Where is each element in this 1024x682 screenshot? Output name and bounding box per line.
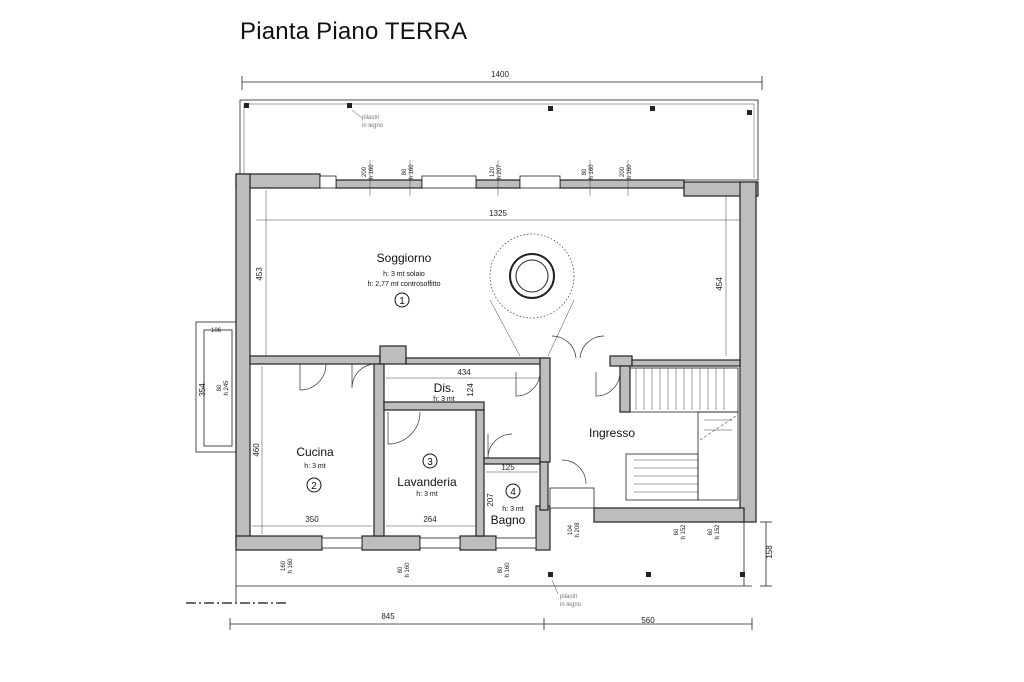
room-number: 2 — [311, 481, 317, 492]
rear-porch: pilastri in legno 158 — [186, 521, 774, 608]
dim-106: 106 — [211, 328, 222, 334]
pillar — [548, 106, 553, 111]
pillar — [747, 110, 752, 115]
window — [319, 175, 337, 189]
dim-158: 158 — [765, 545, 774, 559]
exterior-walls — [235, 173, 759, 551]
dim-124: 124 — [466, 383, 475, 397]
dim-454: 454 — [715, 277, 724, 291]
window — [321, 537, 363, 549]
dimension-label: h 160 — [405, 562, 411, 578]
room-number: 1 — [399, 296, 405, 307]
note-in-legno-bottom: in legno — [560, 602, 582, 608]
dimension-label: h 160 — [589, 164, 595, 180]
pillar — [740, 572, 745, 577]
room-number: 3 — [427, 457, 433, 468]
dimension-label: h 152 — [681, 524, 687, 540]
room-name-cucina: Cucina — [296, 445, 334, 459]
room-height-2: h: 2,77 mt controsoffitto — [367, 281, 440, 288]
dimension-label: h 160 — [288, 558, 294, 574]
round-feature — [489, 233, 575, 357]
doors — [299, 335, 621, 485]
dimension-label: h 152 — [715, 524, 721, 540]
room-number: 4 — [510, 487, 516, 498]
dimension-label: 200 — [362, 166, 368, 177]
bottom-window-dims: 160 h 160 80 h 160 80 h 160 104 h 208 60… — [281, 522, 721, 578]
dim-354: 354 — [198, 383, 207, 397]
dim-350: 350 — [305, 515, 319, 524]
dimension-label: 80 — [498, 566, 504, 573]
staircase — [625, 367, 739, 501]
interior-walls — [249, 345, 741, 537]
dim-560: 560 — [641, 616, 655, 625]
dimension-label: 200 — [620, 166, 626, 177]
room-bagno: 4 h: 3 mt Bagno — [491, 483, 526, 527]
dim-845: 845 — [381, 612, 395, 621]
window — [419, 537, 461, 549]
win-80: 80 — [217, 384, 223, 391]
dimension-bottom: 845 560 — [229, 612, 753, 630]
front-porch: pilastri in legno — [239, 99, 759, 181]
note-pilastri-bottom: pilastri — [560, 594, 577, 600]
dimension-label: 80 — [582, 168, 588, 175]
room-height: h: 3 mt — [433, 396, 454, 403]
window — [519, 175, 561, 189]
room-cucina: Cucina h: 3 mt 2 — [296, 445, 334, 493]
dimension-label: h 160 — [627, 164, 633, 180]
room-soggiorno: Soggiorno h: 3 mt solaio h: 2,77 mt cont… — [367, 251, 441, 308]
dim-207: 207 — [486, 493, 495, 507]
dimension-label: h 160 — [369, 164, 375, 180]
pillar — [548, 572, 553, 577]
dim-1325: 1325 — [489, 209, 507, 218]
dim-264: 264 — [423, 515, 437, 524]
window — [549, 487, 595, 509]
room-height: h: 3 mt — [416, 491, 437, 498]
room-lavanderia: 3 Lavanderia h: 3 mt — [397, 453, 457, 498]
top-window-dims: 200 h 160 80 h 160 120 h 207 80 h 160 20… — [362, 160, 633, 196]
dimension-label: h 208 — [575, 522, 581, 538]
pillar — [650, 106, 655, 111]
room-height: h: 3 mt — [304, 463, 325, 470]
room-name-ingresso: Ingresso — [589, 426, 635, 440]
dim-453: 453 — [255, 267, 264, 281]
window — [495, 537, 537, 549]
page-title: Pianta Piano TERRA — [240, 18, 468, 45]
note-in-legno: in legno — [362, 123, 384, 129]
dimension-label: 160 — [281, 560, 287, 571]
room-name-dis: Dis. — [434, 381, 455, 395]
room-name-bagno: Bagno — [491, 513, 526, 527]
pillar — [244, 103, 249, 108]
note-pilastri: pilastri — [362, 115, 379, 121]
dimension-label: 60 — [674, 528, 680, 535]
win-h245: h 245 — [224, 380, 230, 396]
pillar — [646, 572, 651, 577]
dimension-label: 60 — [708, 528, 714, 535]
dimension-label: h 160 — [505, 562, 511, 578]
dimension-label: h 160 — [409, 164, 415, 180]
window — [421, 175, 477, 189]
dimension-label: 120 — [490, 166, 496, 177]
dimension-label: h 207 — [497, 164, 503, 180]
dimension-inner-width: 1325 — [256, 209, 740, 221]
room-dis: Dis. h: 3 mt — [433, 381, 454, 403]
dim-460: 460 — [252, 443, 261, 457]
dimension-label: 80 — [398, 566, 404, 573]
dimension-label: 80 — [402, 168, 408, 175]
dim-434: 434 — [457, 368, 471, 377]
dim-125: 125 — [501, 463, 515, 472]
dimension-label: 104 — [568, 524, 574, 535]
room-height: h: 3 mt solaio — [383, 271, 425, 278]
room-ingresso: Ingresso — [589, 426, 635, 440]
room-height: h: 3 mt — [502, 506, 523, 513]
side-balcony: 106 354 80 h 245 — [195, 321, 237, 453]
dim-1400: 1400 — [491, 70, 509, 79]
pillar — [347, 103, 352, 108]
room-name-soggiorno: Soggiorno — [377, 251, 432, 265]
room-name-lavanderia: Lavanderia — [397, 475, 457, 489]
dimension-overall-width: 1400 — [241, 70, 763, 90]
